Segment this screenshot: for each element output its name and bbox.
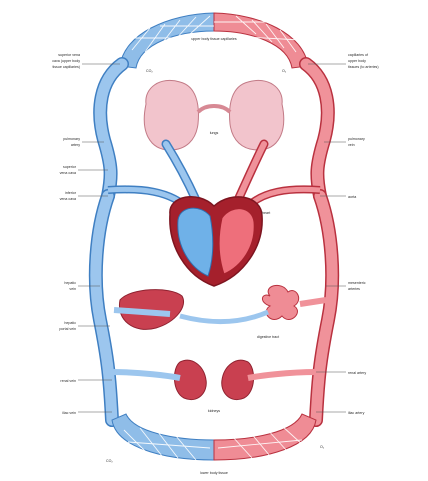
label-upper-right-line-2: upper body	[348, 59, 366, 63]
label-hepatic-portal-vein-1: hepatic	[64, 321, 76, 325]
label-superior-vena-cava-2: vena cava	[60, 171, 76, 175]
label-o2-top: O₂	[282, 69, 287, 73]
label-renal-vein: renal vein	[60, 379, 76, 383]
label-upper-left-line-3: tissue capillaries)	[52, 65, 80, 69]
label-top-center: upper body tissue capillaries	[191, 37, 237, 41]
label-renal-artery: renal artery	[348, 371, 366, 375]
label-heart: heart	[262, 211, 270, 215]
label-pulmonary-artery-2: artery	[71, 143, 80, 147]
hepatic-portal-vessel	[180, 312, 268, 322]
lower-capillary-red	[214, 414, 316, 460]
lung-capillary-link	[198, 106, 230, 112]
label-pulmonary-vein-2: vein	[348, 143, 355, 147]
label-kidneys: kidneys	[208, 409, 220, 413]
label-hepatic-vein-1: hepatic	[64, 281, 76, 285]
label-co2-top: CO₂	[146, 69, 153, 73]
left-heart-chambers	[219, 209, 254, 274]
label-mesenteric-arteries-1: mesenteric	[348, 281, 366, 285]
label-iliac-vein: iliac vein	[62, 411, 76, 415]
label-lungs: lungs	[210, 131, 219, 135]
renal-artery-vessel	[248, 372, 316, 378]
label-iliac-artery: iliac artery	[348, 411, 365, 415]
label-pulmonary-artery-1: pulmonary	[63, 137, 80, 141]
label-upper-right-line-3: tissues (to arteries)	[348, 65, 379, 69]
right-lung	[230, 80, 284, 150]
label-inferior-vena-cava-2: vena cava	[60, 197, 76, 201]
label-mesenteric-arteries-2: arteries	[348, 287, 360, 291]
renal-vein-vessel	[112, 372, 180, 378]
heart-drawing	[170, 197, 262, 286]
diagram-artwork	[96, 13, 332, 460]
right-heart-chambers	[178, 208, 213, 276]
label-upper-left-line-1: superior vena	[58, 53, 80, 57]
label-co2-bottom: CO₂	[106, 459, 113, 463]
label-digestive-tract: digestive tract	[257, 335, 279, 339]
label-bottom-center: lower body tissue	[200, 471, 228, 475]
label-upper-left-line-2: cava (upper body	[52, 59, 80, 63]
label-upper-right: capillaries of upper body tissues (to ar…	[348, 53, 379, 69]
lower-capillary-blue	[112, 414, 214, 460]
label-superior-vena-cava-1: superior	[63, 165, 77, 169]
label-upper-left: superior vena cava (upper body tissue ca…	[52, 53, 80, 69]
label-inferior-vena-cava-1: inferior	[65, 191, 77, 195]
label-upper-right-line-1: capillaries of	[348, 53, 368, 57]
label-aorta: aorta	[348, 195, 356, 199]
left-lung	[144, 80, 198, 150]
label-hepatic-vein-2: vein	[69, 287, 76, 291]
label-o2-bottom: O₂	[320, 445, 325, 449]
label-pulmonary-vein-1: pulmonary	[348, 137, 365, 141]
label-hepatic-portal-vein-2: portal vein	[59, 327, 76, 331]
